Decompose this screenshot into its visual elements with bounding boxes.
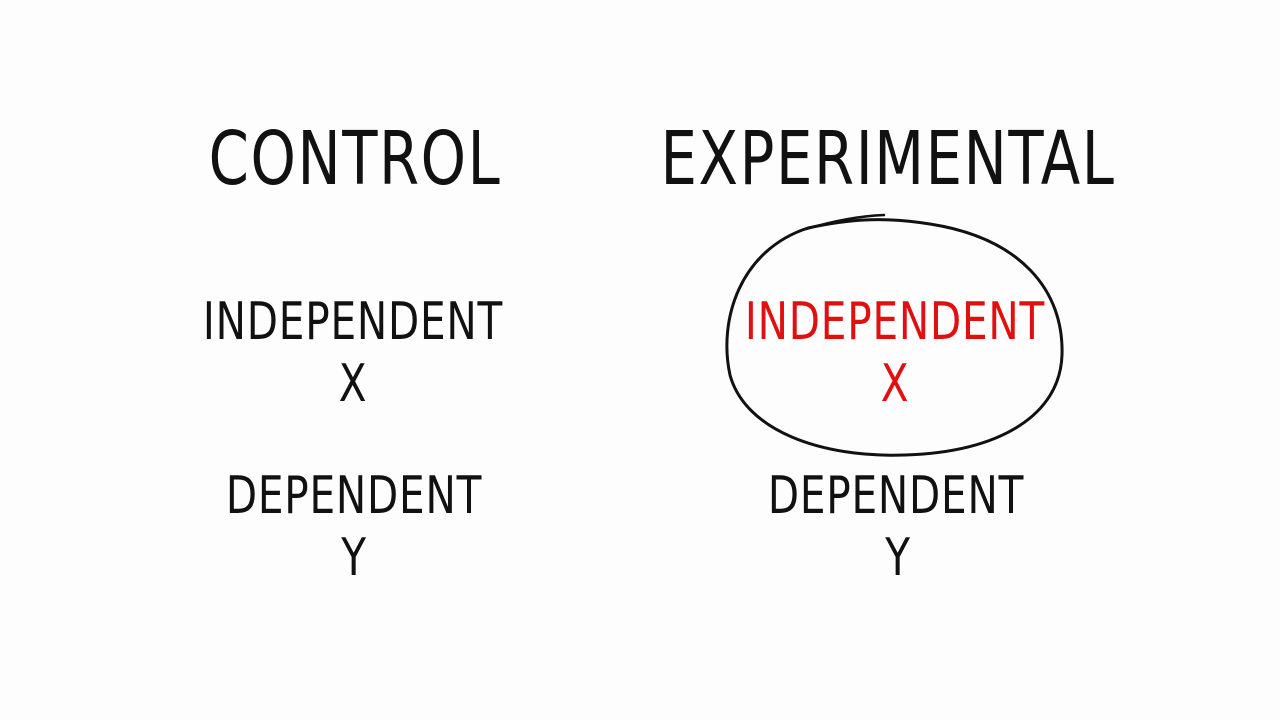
control-independent-var: X bbox=[338, 354, 368, 414]
experimental-independent-var: X bbox=[880, 354, 910, 414]
control-heading: CONTROL bbox=[208, 116, 502, 202]
experimental-independent-label: INDEPENDENT bbox=[744, 292, 1046, 352]
experimental-heading: EXPERIMENTAL bbox=[660, 116, 1116, 202]
experimental-dependent-var: Y bbox=[885, 528, 911, 588]
control-dependent-var: Y bbox=[341, 528, 367, 588]
experimental-dependent-label: DEPENDENT bbox=[767, 466, 1025, 526]
control-dependent-label: DEPENDENT bbox=[225, 466, 483, 526]
control-independent-label: INDEPENDENT bbox=[202, 292, 504, 352]
